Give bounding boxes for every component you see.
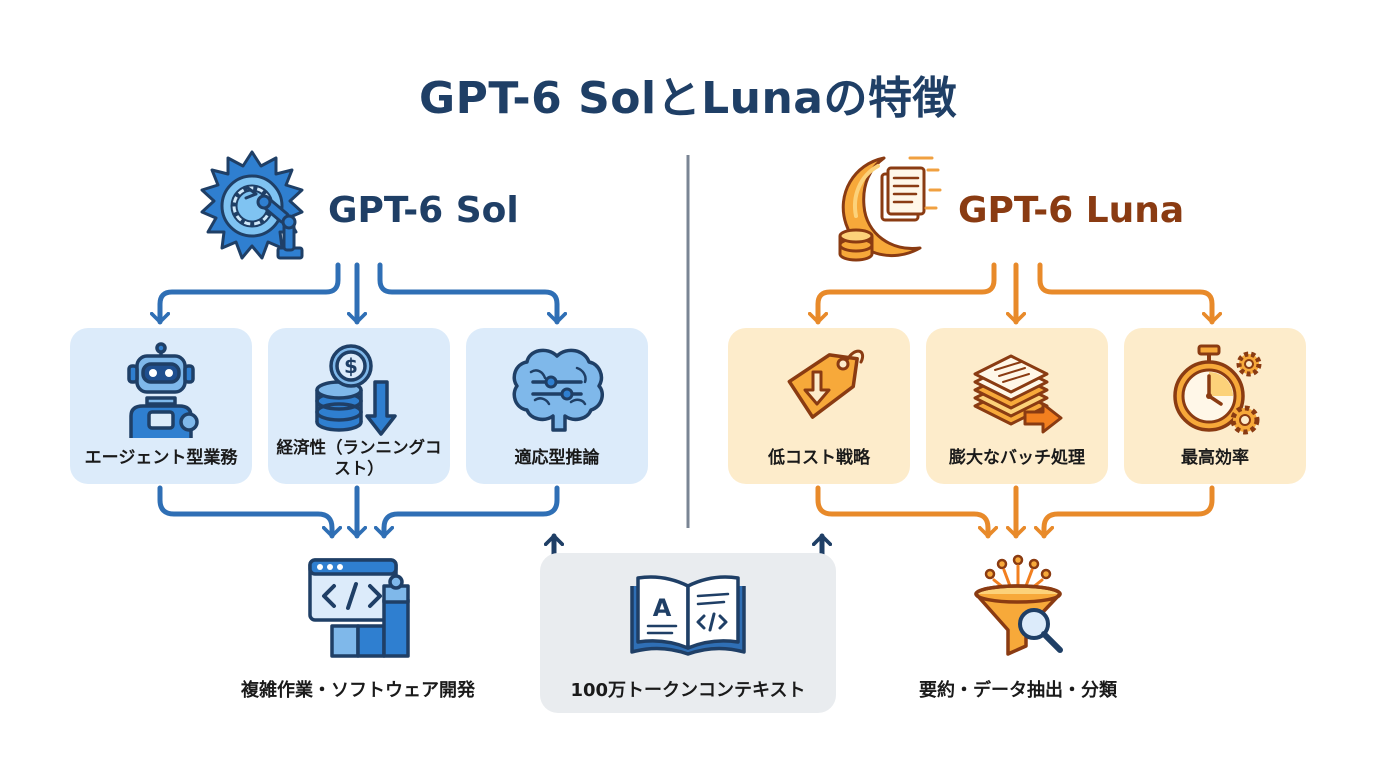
shared-context-label: 100万トークンコンテキスト: [570, 680, 806, 701]
funnel-search-icon: [974, 554, 1063, 656]
sol-arrow-to-card-1: [160, 262, 341, 325]
sol-arrow-from-card-1: [157, 485, 332, 539]
document-stack-icon: [973, 354, 1063, 434]
sol-feature-label-2: 経済性（ランニングコスト）: [276, 437, 442, 478]
stopwatch-gears-icon: [1173, 344, 1262, 435]
page-title: GPT-6 SolとLunaの特徴: [419, 73, 957, 124]
luna-arrow-from-card-1: [815, 485, 988, 539]
sol-feature-card-economy: $ 経済性（ランニングコスト）: [268, 328, 450, 484]
robot-icon: [127, 342, 199, 438]
sol-feature-label-3: 適応型推論: [514, 447, 600, 468]
sol-brand-name: GPT-6 Sol: [328, 190, 519, 231]
luna-feature-card-lowcost: 低コスト戦略: [728, 328, 910, 484]
svg-text:A: A: [653, 594, 672, 622]
luna-feature-label-1: 低コスト戦略: [768, 447, 870, 468]
coins-down-icon: $: [315, 344, 397, 436]
sol-outcome-label: 複雑作業・ソフトウェア開発: [241, 680, 475, 701]
sol-feature-card-reasoning: 適応型推論: [466, 328, 648, 484]
sol-feature-card-agent: エージェント型業務: [70, 328, 252, 484]
luna-brand-name: GPT-6 Luna: [958, 190, 1185, 231]
luna-arrow-to-card-1: [818, 262, 997, 325]
brain-sliders-icon: [512, 348, 605, 432]
sol-arrow-to-card-3: [377, 262, 557, 325]
code-puzzle-icon: [308, 558, 410, 658]
open-book-icon: A: [630, 575, 746, 656]
luna-feature-card-efficiency: 最高効率: [1124, 328, 1306, 484]
moon-document-coins-icon: [838, 156, 942, 262]
luna-feature-card-batch: 膨大なバッチ処理: [926, 328, 1108, 484]
sol-feature-label-1: エージェント型業務: [84, 447, 238, 468]
luna-outcome-label: 要約・データ抽出・分類: [919, 680, 1117, 701]
luna-arrow-to-card-3: [1037, 262, 1212, 325]
luna-feature-label-3: 最高効率: [1181, 447, 1249, 468]
sol-arrow-from-card-3: [384, 485, 560, 539]
gear-robot-arm-icon: [200, 150, 304, 260]
svg-text:$: $: [344, 354, 358, 378]
luna-arrow-from-card-3: [1044, 485, 1215, 539]
price-tag-down-icon: [787, 349, 864, 419]
luna-feature-label-2: 膨大なバッチ処理: [949, 447, 1085, 468]
